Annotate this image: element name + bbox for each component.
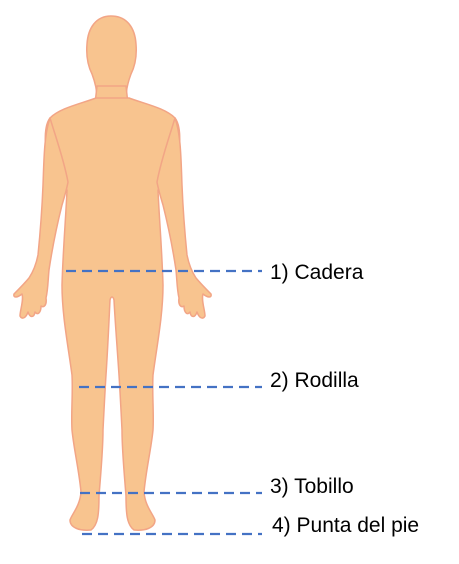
human-body-figure (13, 15, 212, 531)
right-arm (156, 117, 212, 319)
label-ankle: 3) Tobillo (270, 475, 354, 498)
left-arm (13, 117, 69, 319)
measurement-guide-lines (66, 269, 262, 536)
label-knee: 2) Rodilla (270, 369, 359, 392)
label-hip: 1) Cadera (270, 261, 364, 284)
torso-and-legs (44, 97, 181, 531)
label-toe: 4) Punta del pie (272, 514, 420, 537)
